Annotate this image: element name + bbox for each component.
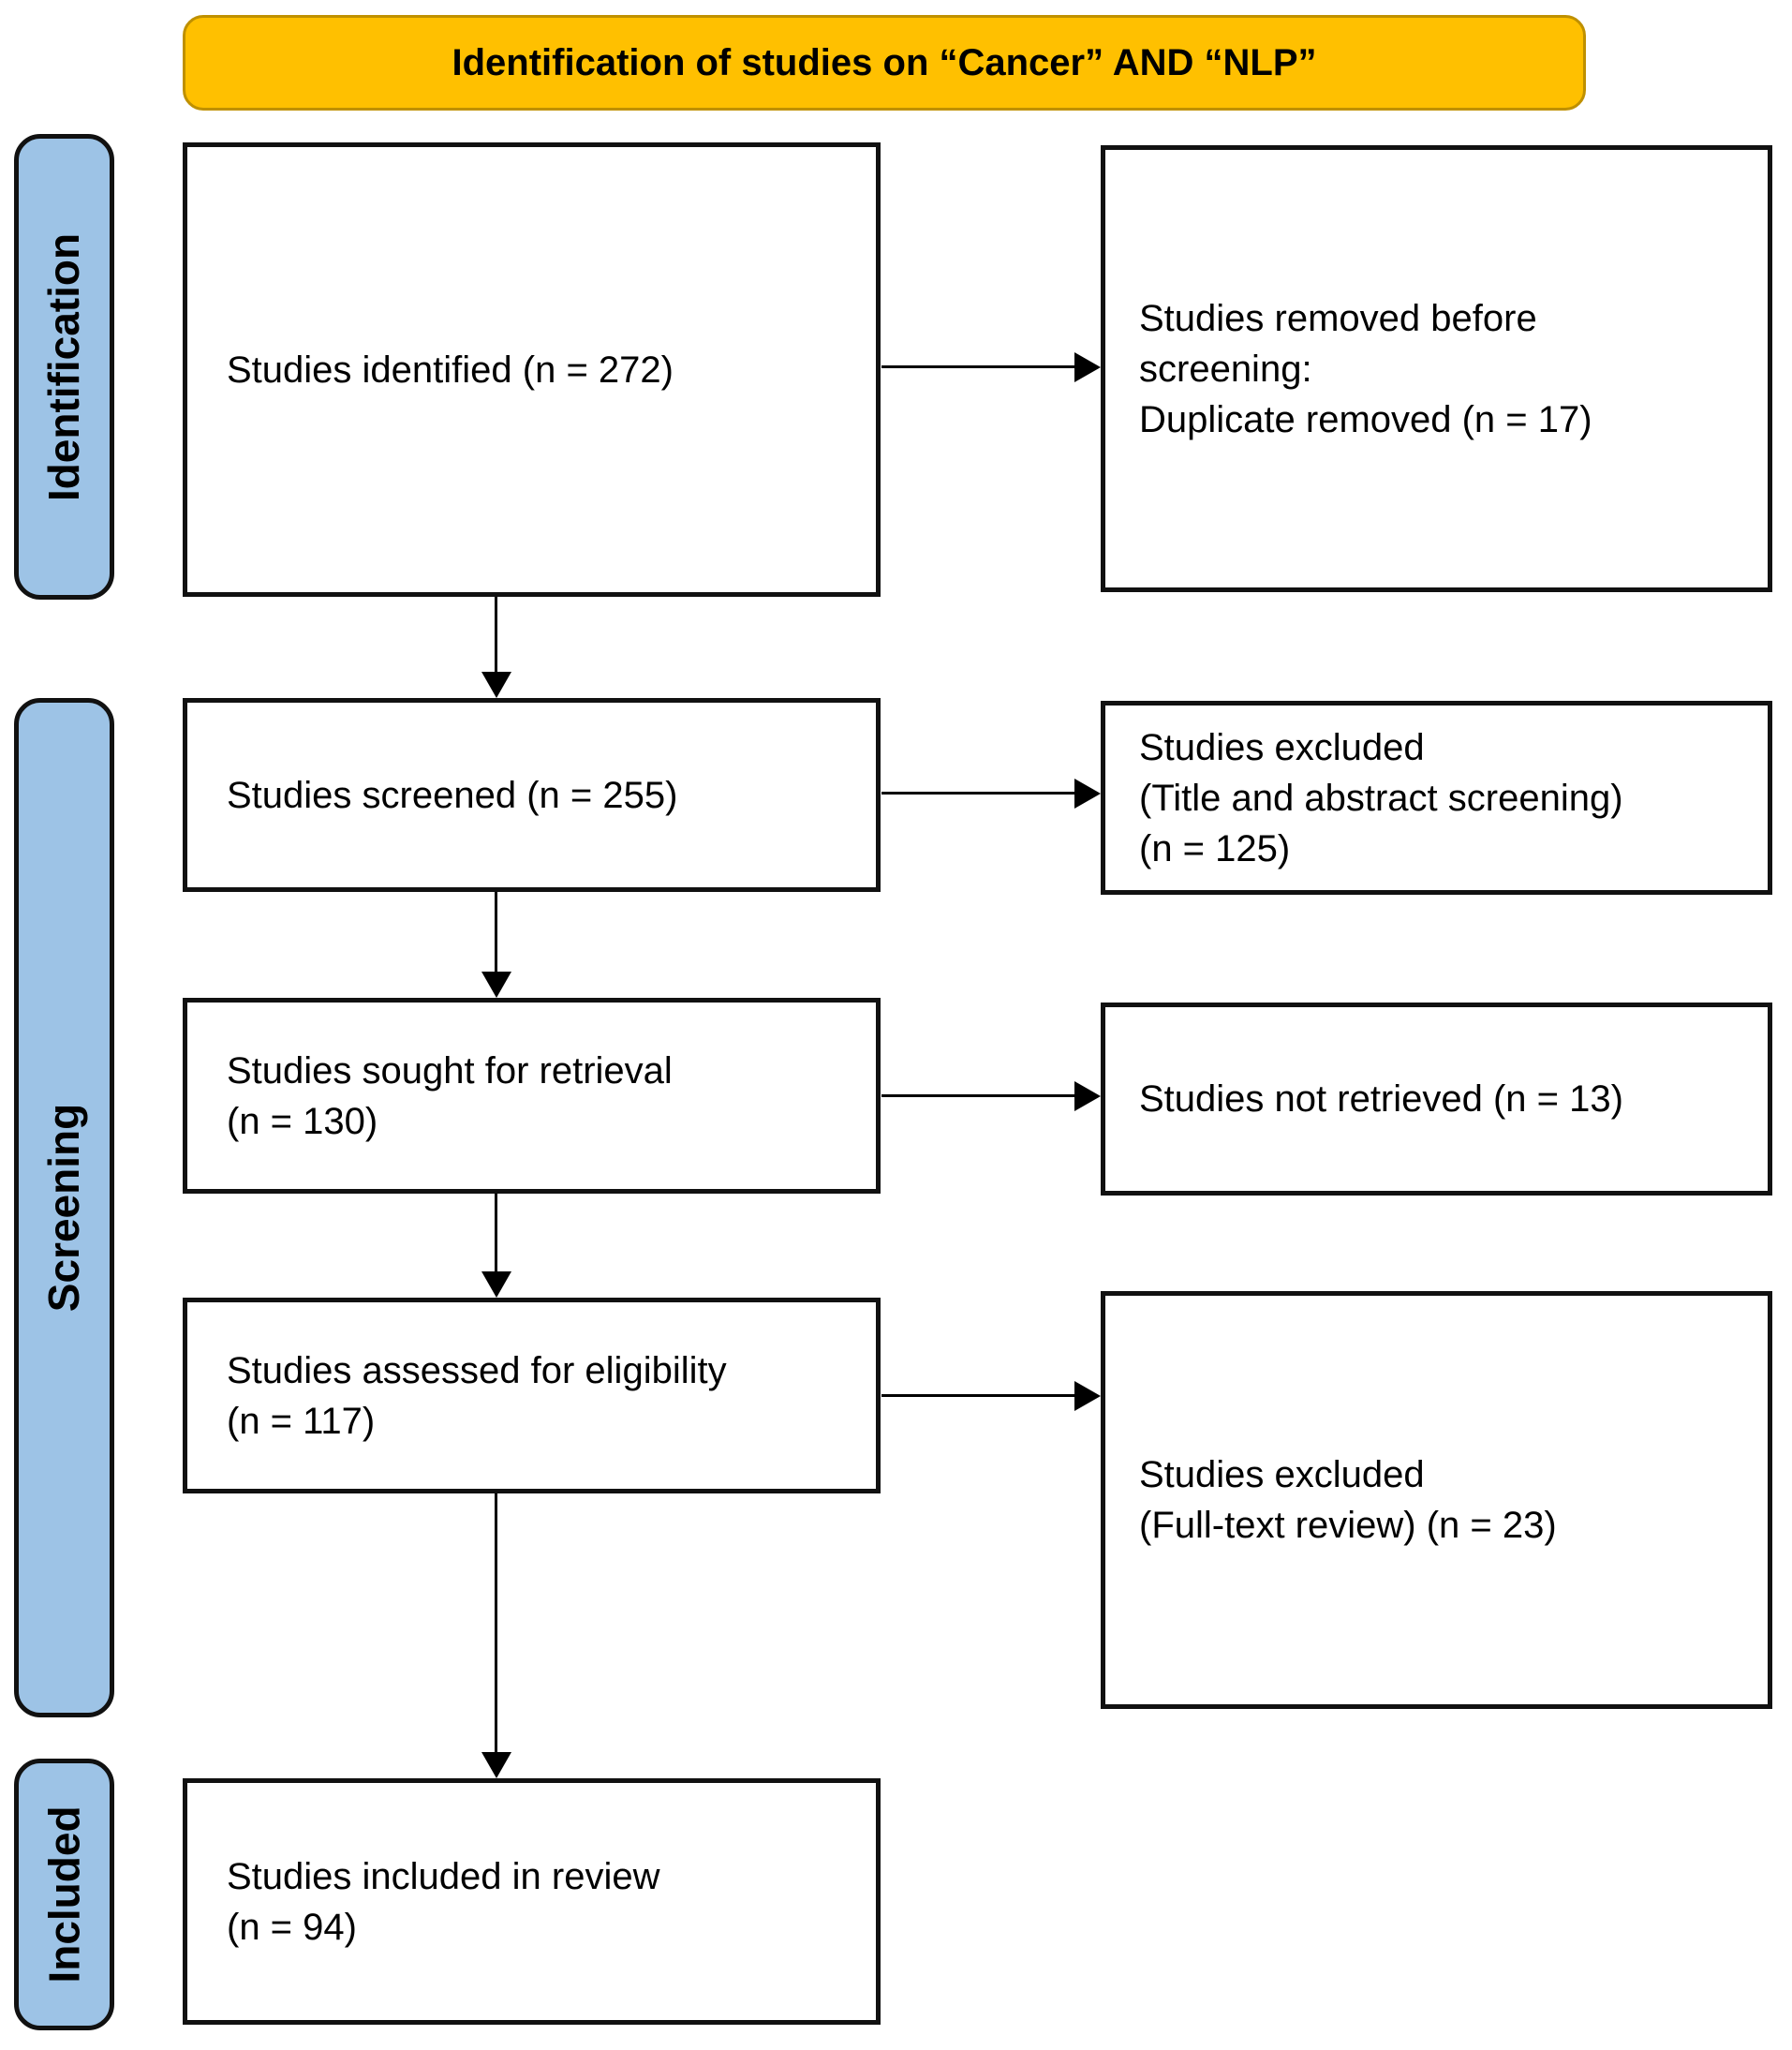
arrow-screened-to-sought bbox=[495, 892, 497, 973]
stage-label-screening: Screening bbox=[14, 698, 114, 1717]
side-box-studies-removed-before-screening: Studies removed before screening: Duplic… bbox=[1101, 145, 1772, 592]
arrow-identified-to-removed bbox=[881, 365, 1076, 368]
arrowhead-right-icon bbox=[1074, 779, 1101, 809]
flow-box-text: Studies assessed for eligibility (n = 11… bbox=[227, 1349, 727, 1442]
arrowhead-down-icon bbox=[481, 1752, 511, 1778]
stage-label-text: Screening bbox=[39, 1103, 89, 1313]
title-banner: Identification of studies on “Cancer” AN… bbox=[183, 15, 1586, 111]
arrow-assessed-to-included bbox=[495, 1493, 497, 1754]
arrowhead-right-icon bbox=[1074, 352, 1101, 382]
arrow-identified-to-screened bbox=[495, 597, 497, 674]
stage-label-text: Included bbox=[39, 1805, 89, 1983]
flow-box-studies-screened: Studies screened (n = 255) bbox=[183, 698, 881, 892]
flow-box-text: Studies included in review (n = 94) bbox=[227, 1855, 660, 1948]
arrow-sought-to-not-retrieved bbox=[881, 1094, 1076, 1097]
arrowhead-down-icon bbox=[481, 1271, 511, 1298]
side-box-text: Studies removed before screening: Duplic… bbox=[1139, 297, 1592, 440]
arrow-assessed-to-excluded bbox=[881, 1394, 1076, 1397]
flow-box-studies-sought-retrieval: Studies sought for retrieval (n = 130) bbox=[183, 998, 881, 1194]
flow-box-text: Studies identified (n = 272) bbox=[227, 349, 674, 391]
arrowhead-right-icon bbox=[1074, 1081, 1101, 1111]
arrowhead-down-icon bbox=[481, 672, 511, 698]
stage-label-included: Included bbox=[14, 1759, 114, 2030]
arrow-screened-to-excluded bbox=[881, 792, 1076, 795]
side-box-text: Studies excluded (Title and abstract scr… bbox=[1139, 726, 1623, 869]
flow-box-studies-assessed-eligibility: Studies assessed for eligibility (n = 11… bbox=[183, 1298, 881, 1493]
side-box-studies-not-retrieved: Studies not retrieved (n = 13) bbox=[1101, 1003, 1772, 1196]
arrow-sought-to-assessed bbox=[495, 1194, 497, 1273]
diagram-title: Identification of studies on “Cancer” AN… bbox=[452, 41, 1317, 83]
stage-label-identification: Identification bbox=[14, 134, 114, 600]
flow-box-text: Studies sought for retrieval (n = 130) bbox=[227, 1049, 673, 1142]
side-box-text: Studies excluded (Full-text review) (n =… bbox=[1139, 1454, 1557, 1546]
flow-box-text: Studies screened (n = 255) bbox=[227, 774, 678, 816]
side-box-text: Studies not retrieved (n = 13) bbox=[1139, 1078, 1623, 1120]
flow-box-studies-included-review: Studies included in review (n = 94) bbox=[183, 1778, 881, 2025]
arrowhead-down-icon bbox=[481, 972, 511, 998]
stage-label-text: Identification bbox=[39, 232, 89, 501]
side-box-studies-excluded-title-abstract: Studies excluded (Title and abstract scr… bbox=[1101, 701, 1772, 895]
flow-box-studies-identified: Studies identified (n = 272) bbox=[183, 142, 881, 597]
arrowhead-right-icon bbox=[1074, 1381, 1101, 1411]
side-box-studies-excluded-fulltext: Studies excluded (Full-text review) (n =… bbox=[1101, 1291, 1772, 1709]
